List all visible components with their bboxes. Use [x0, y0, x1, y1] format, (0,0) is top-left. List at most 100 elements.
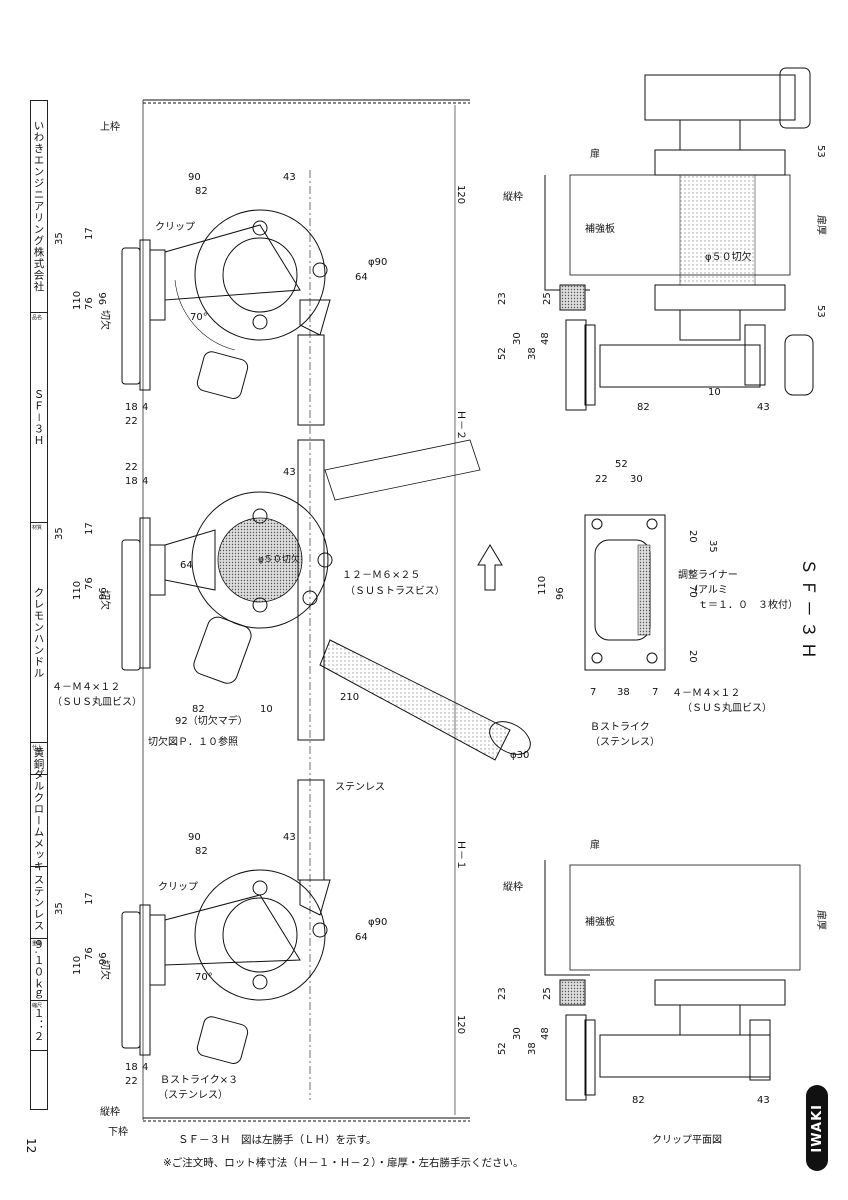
label-cut-lower: 切欠 [99, 960, 112, 980]
dim-22-mid: 22 [125, 462, 138, 473]
dim-7-strike: 7 [590, 687, 596, 698]
label-screw-m6: １２－Ｍ６×２５ [342, 570, 420, 581]
finish2-cell: ステンレス [31, 867, 47, 939]
dim-82-upper-right: 82 [637, 402, 650, 413]
label-screw-m6-sub: （ＳＵＳトラスビス） [345, 585, 445, 597]
dim-76-cut-mid: 76 [84, 577, 95, 590]
label-side-frame-2: 縦枠 [503, 190, 523, 203]
dim-10-mid: 10 [260, 704, 273, 715]
label-adjust-liner: 調整ライナー [678, 568, 738, 581]
dim-52-section: 52 [497, 347, 508, 360]
label-screw-m4-right-sub: （ＳＵＳ丸皿ビス） [682, 701, 772, 714]
dim-38-section: 38 [527, 347, 538, 360]
label-h2: Ｈ－２ [455, 410, 466, 440]
dim-64-mid: 64 [180, 560, 193, 571]
dim-30-section-lower: 30 [512, 1027, 523, 1040]
dim-7-strike-r: 7 [652, 687, 658, 698]
upper-right-section [544, 67, 814, 411]
dim-76-cut: 76 [84, 297, 95, 310]
dim-76-cut-lower: 76 [84, 947, 95, 960]
dim-96-strike: 96 [555, 587, 566, 600]
dim-53-b: 53 [815, 305, 826, 318]
dim-120: 120 [455, 185, 466, 204]
iwaki-logo: IWAKI [806, 1085, 828, 1171]
dim-96-mid: 96 [98, 587, 109, 600]
label-door: 扉 [590, 147, 600, 160]
dim-52-section-lower: 52 [497, 1042, 508, 1055]
note-line-1: ＳＦ－３Ｈ 図は左勝手（ＬＨ）を示す。 [178, 1133, 376, 1146]
label-b-strike: Ｂストライク [590, 721, 650, 733]
dim-82-lower: 82 [195, 846, 208, 857]
dim-22: 22 [125, 416, 138, 427]
scale-cell: 縮尺 １：２ [31, 1001, 47, 1051]
dim-25: 25 [542, 292, 553, 305]
dim-82-lower-right: 82 [632, 1095, 645, 1106]
material: 黄銅 [32, 747, 45, 770]
dim-25-lower: 25 [542, 987, 553, 1000]
dim-23: 23 [497, 292, 508, 305]
dim-phi90-lower: φ90 [368, 917, 387, 928]
company-cell: いわきエンジニアリング株式会社 [31, 101, 47, 313]
dim-22-lower: 22 [125, 1076, 138, 1087]
dim-35-mid: 35 [54, 527, 65, 540]
dim-18-lower: 18 [125, 1062, 138, 1073]
label-angle-70-lower: 70° [195, 972, 213, 983]
dim-43-lower: 43 [283, 832, 296, 843]
label-cut: 切欠 [99, 310, 112, 330]
label-screw-m4-sub: （ＳＵＳ丸皿ビス） [52, 695, 142, 708]
dim-82: 82 [195, 186, 208, 197]
dim-phi30: φ30 [510, 750, 529, 761]
label-adjust-liner-sub1: （アルミ [688, 584, 728, 596]
dim-96: 96 [98, 292, 109, 305]
model-code: ＳＦ－３Ｈ [32, 388, 45, 447]
dim-23-lower: 23 [497, 987, 508, 1000]
dim-17-mid: 17 [84, 522, 95, 535]
dim-4-lower: 4 [142, 1062, 148, 1073]
label-clip-2: クリップ [158, 881, 198, 893]
dim-38-section-lower: 38 [527, 1042, 538, 1055]
dim-210: 210 [340, 692, 359, 703]
title-block: いわきエンジニアリング株式会社 品名 ＳＦ－３Ｈ 材質 クレモンハンドル 仕上 … [30, 100, 48, 1110]
dim-20-strike: 20 [687, 530, 698, 543]
label-cutout-ref: 切欠図Ｐ．１０参照 [148, 735, 238, 748]
model-cell: 品名 ＳＦ－３Ｈ [31, 313, 47, 523]
label-angle-70: 70° [190, 312, 208, 323]
dim-64-lower: 64 [355, 932, 368, 943]
label-b-strike-x3: Ｂストライク×３ [160, 1074, 238, 1086]
label-door-thickness: 扉厚 [815, 215, 828, 235]
label-b-strike-sub: （ステンレス） [590, 736, 660, 748]
lower-right-section [544, 860, 801, 1101]
dim-phi90: φ90 [368, 257, 387, 268]
dim-35-strike: 35 [707, 540, 718, 553]
label-h1: Ｈ－１ [455, 840, 466, 870]
dim-110-strike: 110 [537, 576, 548, 595]
dim-110: 110 [72, 291, 83, 310]
dim-70-strike: 70 [687, 585, 698, 598]
label-door-thickness-2: 扉厚 [815, 910, 828, 930]
dim-38-strike: 38 [617, 687, 630, 698]
dim-53: 53 [815, 145, 826, 158]
weight-cell: 重量 ９.１０ｋｇ [31, 939, 47, 1001]
dim-18-mid: 18 [125, 476, 138, 487]
dim-82-mid: 82 [192, 704, 205, 715]
dim-43-upper-right: 43 [757, 402, 770, 413]
dim-43: 43 [283, 172, 296, 183]
upper-clip-assembly [121, 209, 331, 426]
dim-90: 90 [188, 172, 201, 183]
label-screw-m4: ４－Ｍ４×１２ [52, 682, 120, 693]
tiny-label: 仕上 [32, 745, 43, 751]
dim-110-lower: 110 [72, 956, 83, 975]
label-adjust-liner-sub2: ｔ＝１．０ ３枚付） [698, 598, 798, 611]
label-upper-frame: 上枠 [100, 120, 120, 133]
material-cell: 仕上 黄銅 [31, 743, 47, 775]
dim-35: 35 [54, 232, 65, 245]
dim-35-lower: 35 [54, 902, 65, 915]
label-clip: クリップ [155, 221, 195, 233]
dim-4-mid: 4 [142, 476, 148, 487]
label-reinforcement: 補強板 [585, 222, 615, 235]
company-name: いわきエンジニアリング株式会社 [32, 120, 45, 293]
label-reinforcement-2: 補強板 [585, 915, 615, 928]
dim-43-lower-right: 43 [757, 1095, 770, 1106]
dim-96-lower: 96 [98, 952, 109, 965]
